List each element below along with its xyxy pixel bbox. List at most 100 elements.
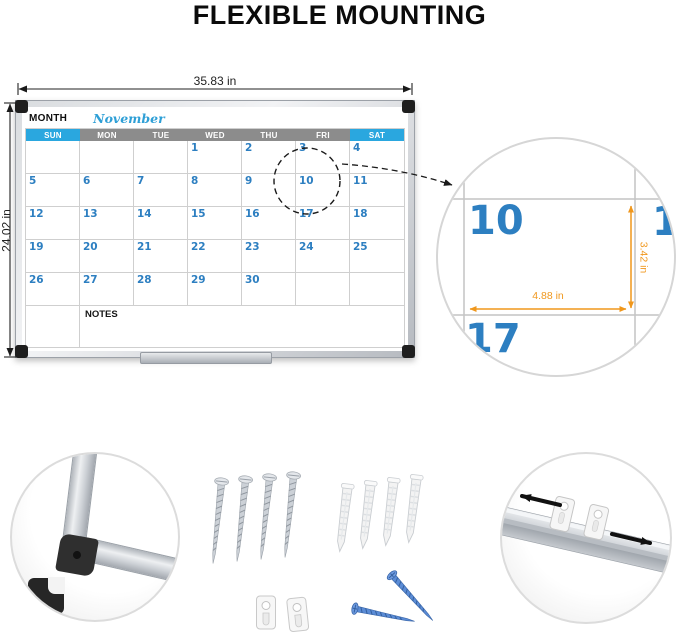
date-number: 8 [191, 175, 199, 187]
calendar-cell: 4 [350, 141, 404, 174]
calendar-cell: 14 [134, 207, 188, 240]
blue-screw-icon [350, 601, 417, 628]
board-height-label: 24.02 in [0, 209, 14, 252]
frame-corner-detail-circle [10, 452, 180, 622]
date-number: 27 [83, 274, 98, 286]
date-number: 14 [137, 208, 152, 220]
silver-screw-icon [277, 470, 302, 559]
calendar-cell: 18 [350, 207, 404, 240]
slide-left-arrow-icon [520, 494, 562, 507]
slide-right-arrow-icon [610, 532, 652, 545]
calendar-cell [134, 141, 188, 174]
weekday-sat: SAT [350, 129, 404, 141]
date-number: 16 [245, 208, 260, 220]
date-number: 17 [299, 208, 314, 220]
board-corner-cap [15, 100, 28, 113]
date-number: 9 [245, 175, 253, 187]
whiteboard: MONTH November SUN MON TUE WED THU FRI S… [15, 100, 415, 364]
calendar-cell: 25 [350, 240, 404, 273]
calendar-cell: 27 [80, 273, 134, 306]
weekday-fri: FRI [296, 129, 350, 141]
corner-screw-icon [72, 550, 82, 560]
calendar-cell: 30 [242, 273, 296, 306]
marker-tray [140, 352, 272, 364]
date-number: 22 [191, 241, 206, 253]
date-number: 18 [353, 208, 368, 220]
date-number: 21 [137, 241, 152, 253]
rail-groove [502, 509, 670, 571]
board-width-label: 35.83 in [193, 74, 237, 88]
calendar-cell: 29 [188, 273, 242, 306]
sliding-bracket-detail-circle [500, 452, 672, 624]
weekday-mon: MON [80, 129, 134, 141]
silver-screw-icon [253, 472, 278, 561]
calendar-cell [26, 141, 80, 174]
mounting-hook-icon [286, 596, 310, 633]
month-row: MONTH November [29, 109, 165, 127]
date-number: 24 [299, 241, 314, 253]
calendar-cell [80, 141, 134, 174]
magnified-cell-view: 10 11 17 4.88 in 3.42 in [436, 137, 676, 377]
calendar-cell: 7 [134, 174, 188, 207]
month-value: November [93, 110, 165, 126]
date-number: 28 [137, 274, 152, 286]
date-number: 12 [29, 208, 44, 220]
wall-anchor-icon [401, 473, 425, 544]
date-number: 4 [353, 142, 361, 154]
detached-corner-cap [28, 577, 65, 614]
mounting-hardware [205, 470, 438, 633]
date-number: 7 [137, 175, 145, 187]
calendar-cell [296, 273, 350, 306]
date-number: 1 [191, 142, 199, 154]
aluminum-frame-bar-vertical [62, 454, 98, 544]
cell-height-label: 3.42 in [637, 241, 650, 274]
calendar-cell: 12 [26, 207, 80, 240]
calendar-cell: 3 [296, 141, 350, 174]
calendar-cell [350, 273, 404, 306]
weekday-thu: THU [242, 129, 296, 141]
board-corner-cap [402, 345, 415, 358]
notes-row-first-cell [26, 306, 80, 347]
mounting-hook-icon [256, 595, 276, 630]
corner-cap-notch [48, 577, 65, 594]
month-label: MONTH [29, 112, 68, 124]
date-number: 29 [191, 274, 206, 286]
calendar-cell: 26 [26, 273, 80, 306]
date-number: 13 [83, 208, 98, 220]
calendar-cell: 6 [80, 174, 134, 207]
wall-anchor-icon [355, 479, 379, 550]
weekday-tue: TUE [134, 129, 188, 141]
calendar-cell: 1 [188, 141, 242, 174]
calendar-cell: 8 [188, 174, 242, 207]
weekday-wed: WED [188, 129, 242, 141]
sliding-bracket-icon [583, 504, 610, 541]
magnified-date-10: 10 [468, 198, 524, 244]
wall-anchor-icon [332, 482, 356, 553]
notes-label: NOTES [85, 309, 118, 320]
date-number: 30 [245, 274, 260, 286]
date-number: 23 [245, 241, 260, 253]
date-number: 6 [83, 175, 91, 187]
whiteboard-surface: MONTH November SUN MON TUE WED THU FRI S… [22, 107, 408, 351]
calendar-cell: 11 [350, 174, 404, 207]
date-number: 10 [299, 175, 314, 187]
calendar-cell: 16 [242, 207, 296, 240]
date-number: 20 [83, 241, 98, 253]
date-number: 19 [29, 241, 44, 253]
calendar-cell: 21 [134, 240, 188, 273]
calendar-cell: 9 [242, 174, 296, 207]
board-corner-cap [402, 100, 415, 113]
calendar-cell: 13 [80, 207, 134, 240]
date-number: 26 [29, 274, 44, 286]
calendar-cell: 20 [80, 240, 134, 273]
magnified-date-17: 17 [465, 316, 521, 362]
calendar-cell: 23 [242, 240, 296, 273]
date-number: 15 [191, 208, 206, 220]
cell-width-label: 4.88 in [532, 290, 564, 302]
calendar-cell: 2 [242, 141, 296, 174]
date-number: 11 [353, 175, 368, 187]
silver-screw-icon [229, 474, 254, 563]
calendar-cell: 10 [296, 174, 350, 207]
calendar-cell: 19 [26, 240, 80, 273]
date-number: 5 [29, 175, 37, 187]
